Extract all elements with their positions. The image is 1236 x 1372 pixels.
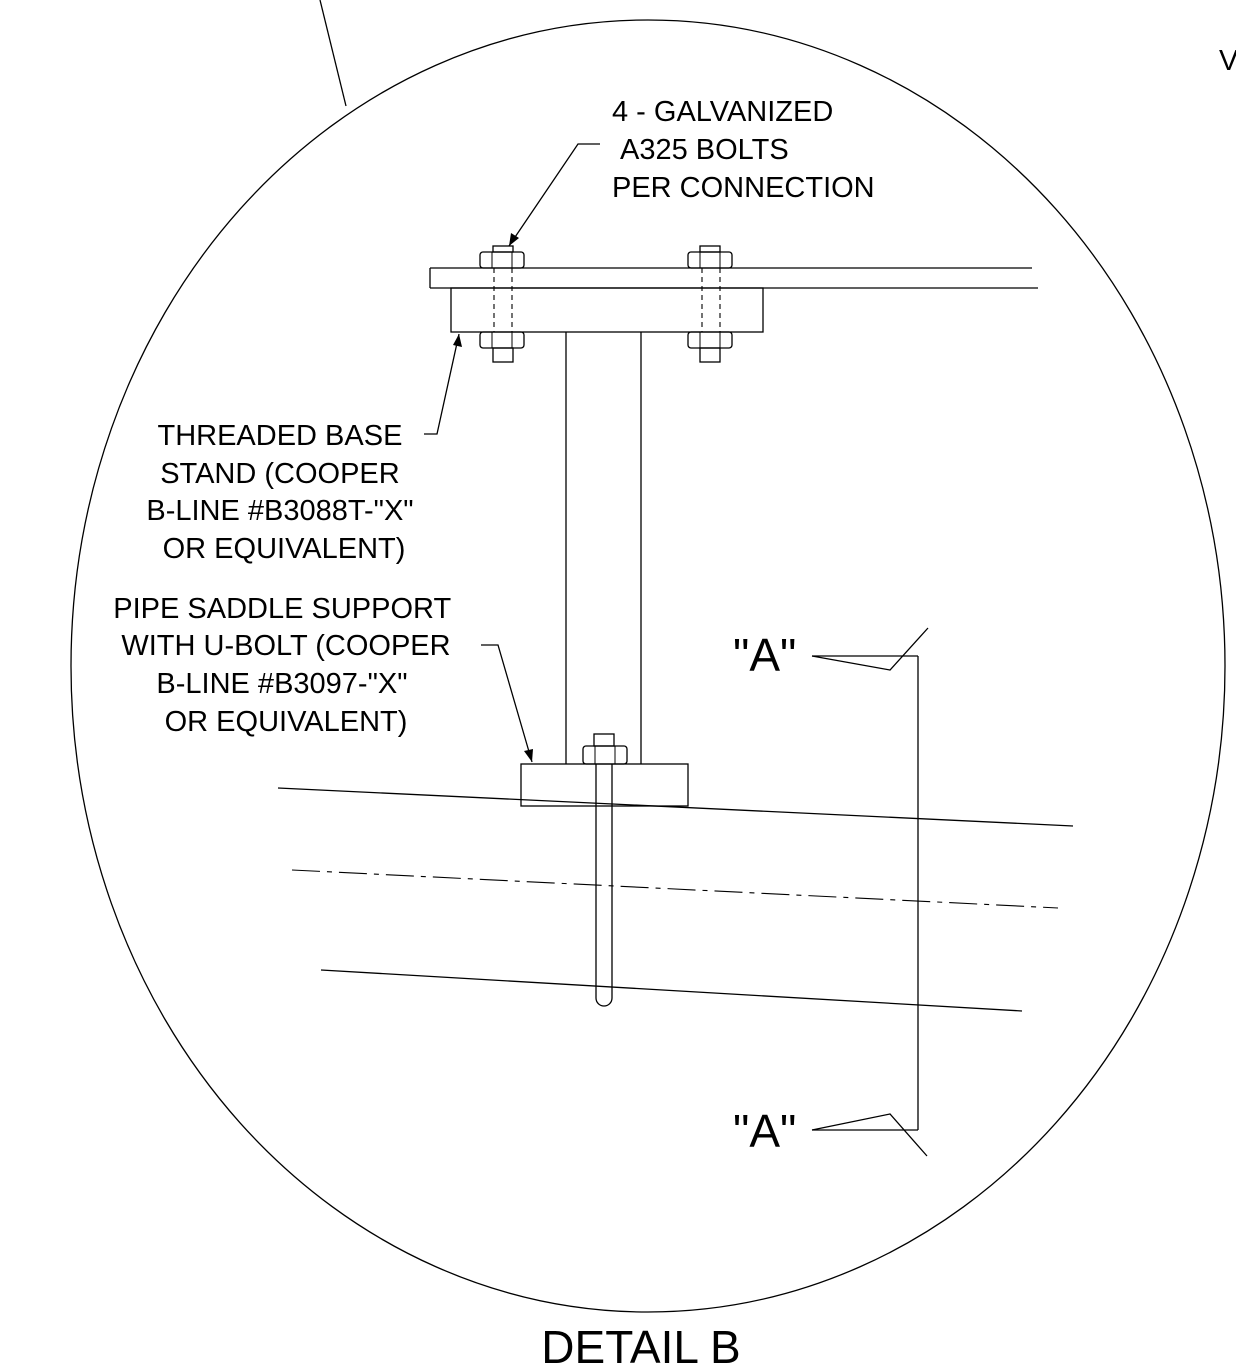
leader-base-stand <box>424 333 462 435</box>
stand-column <box>565 332 642 764</box>
detail-circle <box>70 19 1226 1313</box>
detail-callout-leader <box>319 0 347 107</box>
section-label-top: "A" <box>733 629 796 681</box>
pipe-saddle <box>520 763 689 807</box>
edge-text-fragment: V <box>1219 45 1236 77</box>
leader-bolts <box>508 143 600 247</box>
bolts-label: 4 - GALVANIZED A325 BOLTS PER CONNECTION <box>612 96 875 204</box>
base-stand-label: THREADED BASE STAND (COOPER B-LINE #B308… <box>146 420 421 565</box>
section-label-bottom: "A" <box>733 1105 796 1157</box>
pipe <box>277 787 1074 1012</box>
beam <box>429 267 1038 289</box>
detail-title: DETAIL B <box>541 1321 740 1372</box>
u-bolt <box>582 733 628 1007</box>
section-cut-line <box>811 627 929 1157</box>
bolt-right <box>687 245 733 363</box>
base-plate <box>450 287 764 333</box>
pipe-saddle-label: PIPE SADDLE SUPPORT WITH U-BOLT (COOPER … <box>113 593 458 738</box>
bolt-left <box>479 245 525 363</box>
leader-pipe-saddle <box>481 644 533 763</box>
